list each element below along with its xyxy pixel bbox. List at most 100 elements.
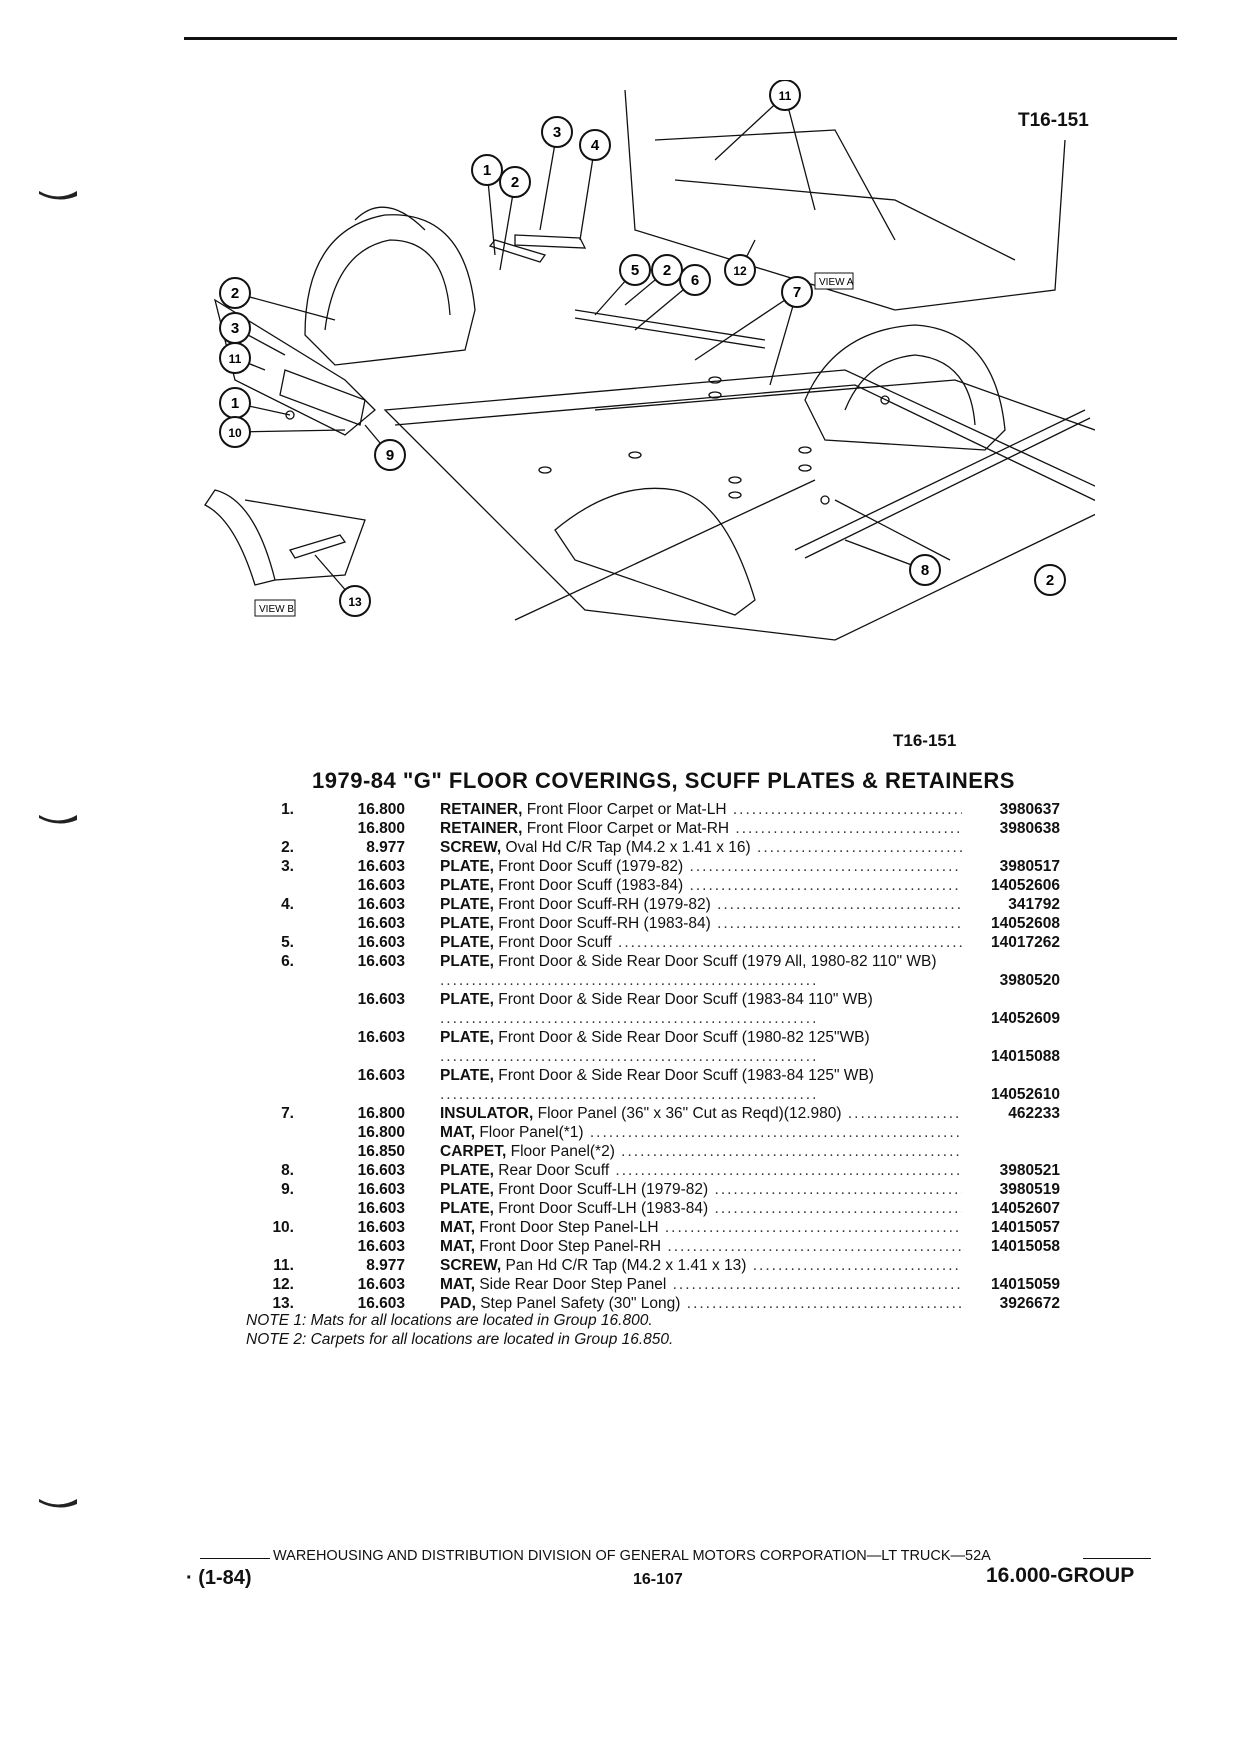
group-number: 16.603	[357, 877, 405, 894]
page-title: 1979-84 "G" FLOOR COVERINGS, SCUFF PLATE…	[312, 768, 1015, 793]
group-number: 16.603	[357, 1181, 405, 1198]
part-detail: Front Door Scuff-LH (1983-84)	[493, 1200, 709, 1217]
part-detail: Front Door & Side Rear Door Scuff (1980-…	[493, 1029, 870, 1046]
callout-label: 12	[733, 264, 747, 278]
part-number: 14015058	[991, 1238, 1060, 1255]
part-description: PLATE, Front Door & Side Rear Door Scuff…	[440, 990, 962, 1028]
item-number: 10.	[272, 1219, 294, 1236]
top-rule	[184, 37, 1177, 40]
part-number: 462233	[1008, 1105, 1060, 1122]
part-detail: Step Panel Safety (30" Long)	[475, 1295, 681, 1312]
callout-label: 2	[663, 262, 671, 279]
callout-label: 4	[591, 137, 600, 154]
callout-circle	[219, 416, 251, 448]
leader-dots: ........................................…	[714, 1200, 963, 1217]
part-type: MAT,	[440, 1124, 476, 1141]
leader-dots: ........................................…	[672, 1276, 962, 1293]
group-number: 16.800	[357, 820, 405, 837]
floor-linework	[204, 89, 1095, 641]
part-type: PLATE,	[440, 953, 494, 970]
item-number: 9.	[281, 1181, 294, 1198]
part-number: 3980637	[999, 801, 1060, 818]
part-number: 3980517	[999, 858, 1060, 875]
group-number: 16.603	[357, 953, 405, 970]
part-detail: Front Door & Side Rear Door Scuff (1983-…	[493, 1067, 874, 1084]
item-number: 5.	[281, 934, 294, 951]
callout-label: 1	[483, 162, 491, 179]
figure-ref-bottom: T16-151	[893, 731, 957, 750]
part-detail: Front Door Scuff (1983-84)	[493, 877, 684, 894]
part-detail: Front Floor Carpet or Mat-RH	[522, 820, 730, 837]
callout-label: 9	[386, 447, 394, 464]
leader-dots: ........................................…	[440, 972, 819, 989]
callout-circle	[374, 439, 406, 471]
part-number: 14052608	[991, 915, 1060, 932]
part-detail: Front Door Step Panel-RH	[475, 1238, 662, 1255]
footer-group: 16.000-GROUP	[986, 1564, 1135, 1587]
group-number: 16.603	[357, 896, 405, 913]
item-number: 8.	[281, 1162, 294, 1179]
part-description: PAD, Step Panel Safety (30" Long) ......…	[440, 1294, 962, 1313]
item-number: 2.	[281, 839, 294, 856]
part-type: PLATE,	[440, 934, 494, 951]
part-number: 3980520	[999, 972, 1060, 989]
leader-dots: ........................................…	[717, 915, 962, 932]
callout-circle	[781, 276, 813, 308]
part-detail: Front Door & Side Rear Door Scuff (1983-…	[493, 991, 873, 1008]
leader-dots: ........................................…	[847, 1105, 962, 1122]
group-number: 16.850	[357, 1143, 405, 1160]
part-detail: Front Floor Carpet or Mat-LH	[522, 801, 727, 818]
part-type: PLATE,	[440, 1162, 494, 1179]
part-detail: Floor Panel(*2)	[506, 1143, 615, 1160]
group-number: 8.977	[366, 839, 405, 856]
item-number: 7.	[281, 1105, 294, 1122]
item-number: 12.	[272, 1276, 294, 1293]
part-type: MAT,	[440, 1219, 476, 1236]
leader-dots: ........................................…	[714, 1181, 963, 1198]
leader-dots: ........................................…	[440, 1048, 819, 1065]
part-detail: Floor Panel (36" x 36" Cut as Reqd)(12.9…	[533, 1105, 842, 1122]
callout-label: 13	[348, 595, 362, 609]
part-detail: Oval Hd C/R Tap (M4.2 x 1.41 x 16)	[501, 839, 751, 856]
leader-dots: ........................................…	[752, 1257, 962, 1274]
callout-circle	[769, 80, 801, 111]
callout-circle	[679, 264, 711, 296]
leader-dots: ........................................…	[440, 1086, 819, 1103]
punch-mark-icon	[39, 815, 77, 824]
part-number: 14015057	[991, 1219, 1060, 1236]
callout-label: 10	[228, 426, 242, 440]
part-description: SCREW, Pan Hd C/R Tap (M4.2 x 1.41 x 13)…	[440, 1256, 962, 1275]
part-type: PLATE,	[440, 1200, 494, 1217]
leader-dots: ........................................…	[664, 1219, 962, 1236]
part-description: PLATE, Front Door & Side Rear Door Scuff…	[440, 1028, 962, 1066]
group-number: 16.603	[357, 1219, 405, 1236]
callout-circle	[219, 277, 251, 309]
part-detail: Front Door Scuff	[493, 934, 612, 951]
leader-dots: ........................................…	[689, 877, 962, 894]
leader-dots: ........................................…	[735, 820, 962, 837]
part-detail: Front Door Scuff (1979-82)	[493, 858, 684, 875]
callout-label: 6	[691, 272, 699, 289]
part-detail: Front Door Scuff-RH (1979-82)	[493, 896, 711, 913]
part-type: RETAINER,	[440, 801, 523, 818]
item-number: 11.	[273, 1257, 294, 1274]
callout-circle	[1034, 564, 1066, 596]
callout-circle	[579, 129, 611, 161]
leader-dots: ........................................…	[757, 839, 962, 856]
part-description: MAT, Side Rear Door Step Panel .........…	[440, 1275, 962, 1294]
group-number: 16.603	[357, 1276, 405, 1293]
callout-label: 11	[229, 352, 242, 366]
